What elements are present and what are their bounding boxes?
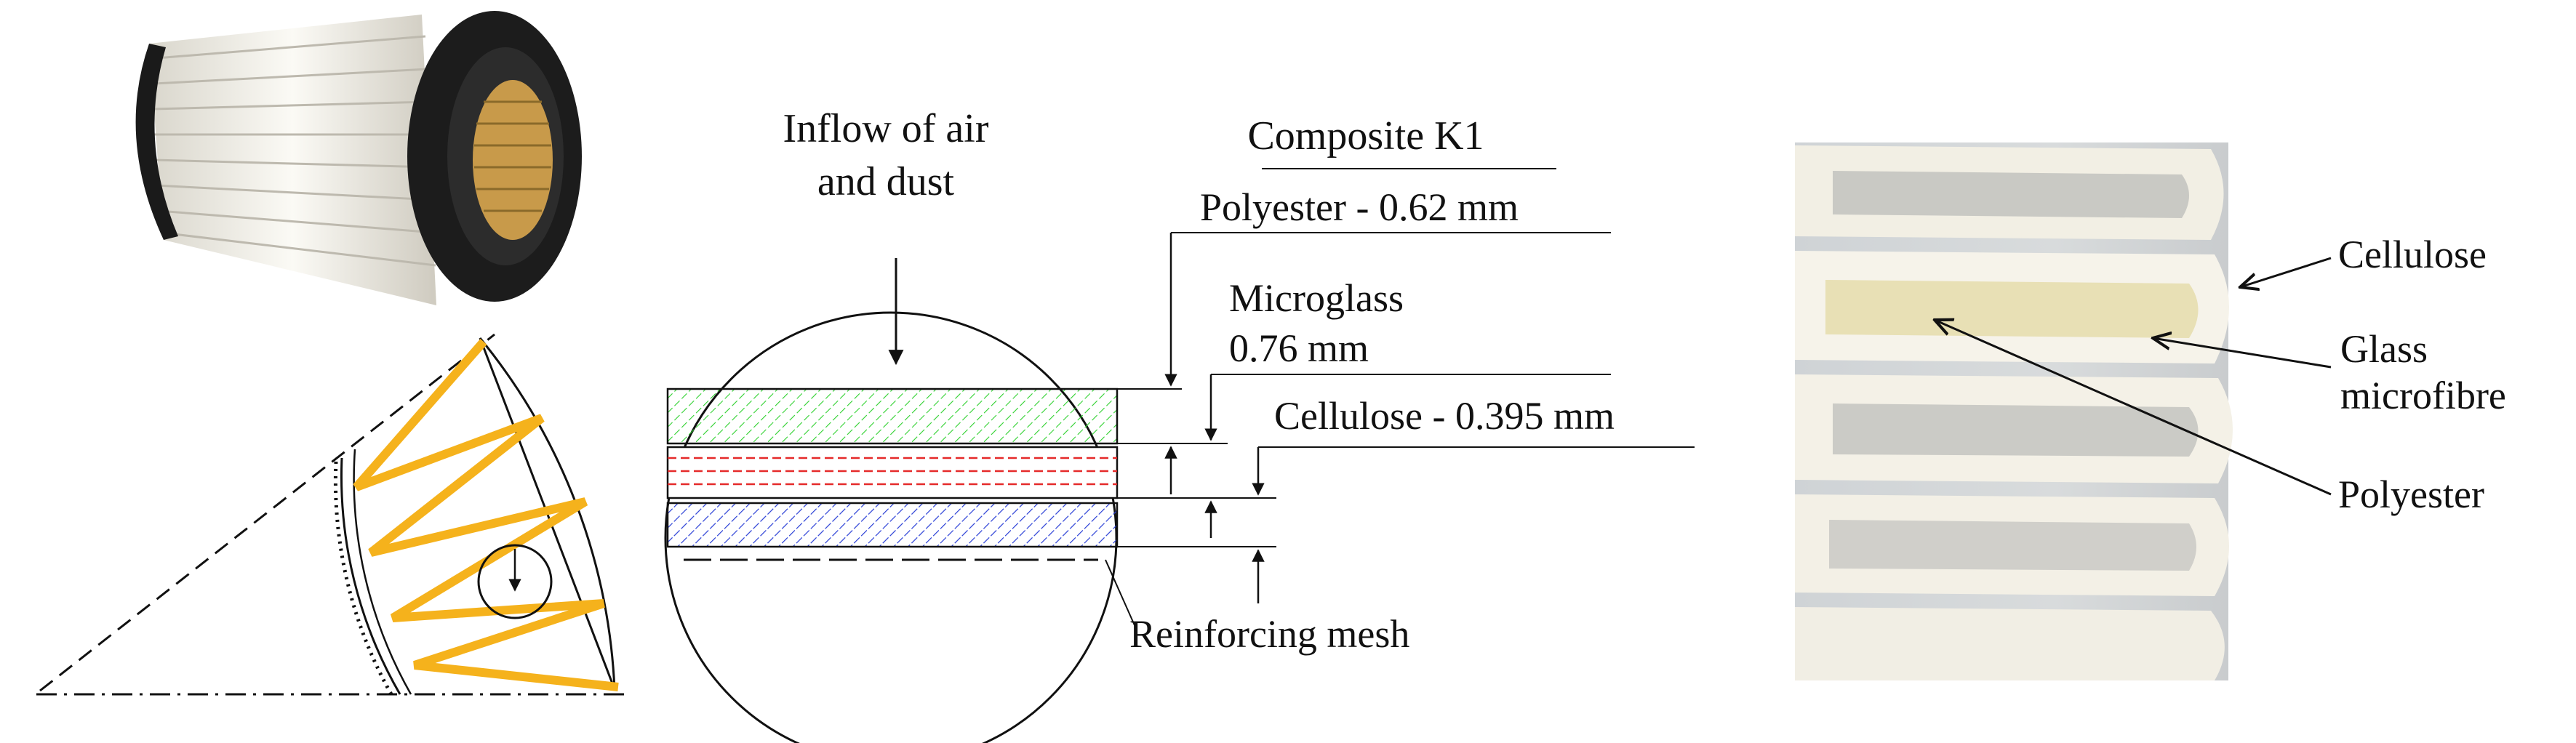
composite-cross-section: Inflow of air and dust Comp	[664, 106, 1695, 743]
layer-cellulose	[666, 502, 1119, 548]
pleat-zigzag	[353, 339, 619, 691]
pleated-media-photo: Cellulose Glass microfibre Polyester	[1795, 142, 2506, 680]
polyester-thickness-label: Polyester - 0.62 mm	[1200, 185, 1519, 229]
inflow-label-line1: Inflow of air	[783, 106, 988, 151]
glass-photo-label-line1: Glass	[2340, 327, 2428, 371]
cellulose-photo-label: Cellulose	[2338, 233, 2487, 276]
cellulose-thickness-label: Cellulose - 0.395 mm	[1274, 394, 1615, 438]
detail-circle	[477, 544, 553, 619]
layer-polyester	[666, 387, 1119, 445]
cellulose-leader	[2240, 257, 2332, 287]
microglass-label-line2: 0.76 mm	[1229, 326, 1369, 370]
microglass-label-line1: Microglass	[1229, 276, 1404, 320]
reinforcing-mesh-label: Reinforcing mesh	[1129, 612, 1409, 656]
glass-photo-label-line2: microfibre	[2340, 374, 2506, 417]
pleat-schematic	[36, 333, 625, 696]
air-filter-photo	[135, 11, 582, 305]
layer-microglass	[666, 446, 1119, 499]
glass-leader	[2153, 338, 2332, 369]
polyester-leader	[1935, 320, 2332, 496]
composite-title: Composite K1	[1247, 113, 1484, 158]
polyester-photo-label: Polyester	[2338, 473, 2484, 516]
inflow-label-line2: and dust	[817, 159, 955, 204]
